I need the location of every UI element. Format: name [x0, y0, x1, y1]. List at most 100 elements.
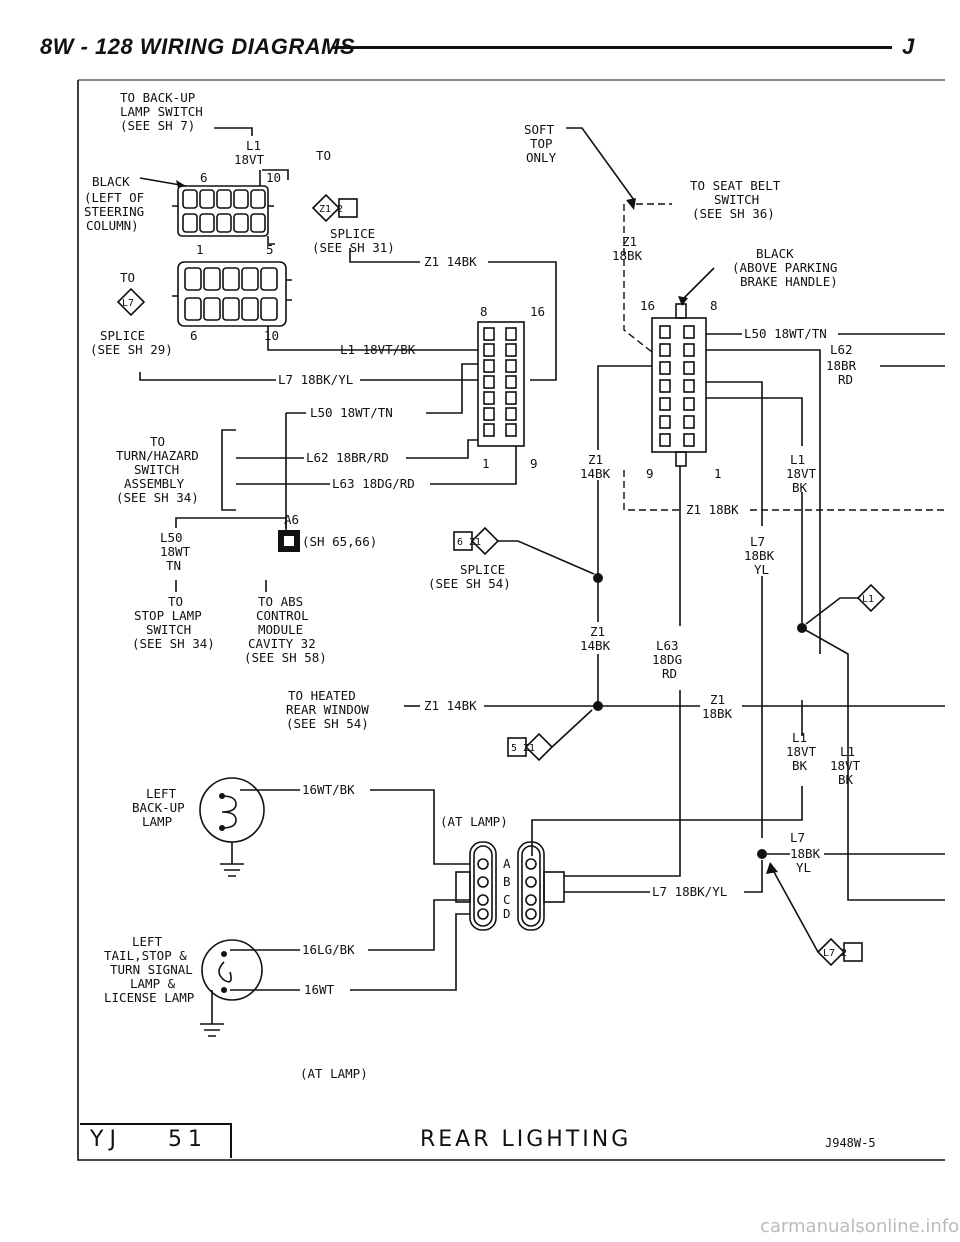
lbl-l1-18vtbk: L1 18VT/BK	[340, 342, 416, 357]
header-title: 8W - 128 WIRING DIAGRAMS	[40, 34, 356, 59]
lbl-l50-right: L50 18WT/TN	[744, 326, 827, 341]
lbl-black-1: BLACK	[92, 174, 130, 189]
lbl-splice31-1: SPLICE	[330, 226, 375, 241]
lbl-to-z12: TO	[316, 148, 331, 163]
lbl-atlamp2: (AT LAMP)	[300, 1066, 368, 1081]
lbl-seatbelt-2: SWITCH	[714, 192, 759, 207]
lbl-z1-low-2: 14BK	[580, 638, 611, 653]
lbl-l1-r3: BK	[792, 480, 808, 495]
lbl-abs-2: CONTROL	[256, 608, 309, 623]
lbl-atlamp1: (AT LAMP)	[440, 814, 508, 829]
lbl-black-3: STEERING	[84, 204, 144, 219]
lbl-turnhaz-4: ASSEMBLY	[124, 476, 185, 491]
connector-lamp-pair	[455, 841, 565, 931]
black-park-arrow	[678, 296, 688, 306]
turnhaz-leads	[236, 457, 330, 485]
lbl-stop-4: (SEE SH 34)	[132, 636, 215, 651]
wire-l50-drop	[285, 412, 306, 528]
lbl-l1-r2: 18VT	[786, 466, 817, 481]
lbl-l63-18dgrd: L63 18DG/RD	[332, 476, 415, 491]
lbl-blackpark-2: (ABOVE PARKING	[732, 260, 837, 275]
lbl-r8: 8	[710, 298, 718, 313]
lbl-c16: 16	[530, 304, 545, 319]
lbl-l62-r2: 18BR	[826, 358, 857, 373]
lbl-l1b-1: L1	[840, 744, 855, 759]
lbl-l63-low-1: L63	[656, 638, 679, 653]
lbl-heated-3: (SEE SH 54)	[286, 716, 369, 731]
lbl-r16: 16	[640, 298, 655, 313]
lbl-blackpark-3: BRAKE HANDLE)	[740, 274, 838, 289]
black-park-leader	[681, 267, 715, 301]
lbl-z1-5-tag: 5 Z1	[511, 743, 535, 754]
z1-5-leader	[551, 709, 593, 748]
lbl-sh6566: (SH 65,66)	[302, 534, 377, 549]
lbl-l7-low-2: 18BK	[790, 846, 821, 861]
lbl-l1b-2: 18VT	[830, 758, 861, 773]
connector-right-16way	[651, 303, 707, 467]
soft-top-arrow	[626, 198, 636, 210]
a6-connector-inner	[284, 536, 294, 546]
center-conn-leads-a	[420, 349, 478, 381]
lbl-backup-3: (SEE SH 7)	[120, 118, 195, 133]
lbl-16wtbk: 16WT/BK	[302, 782, 355, 797]
lbl-abs-5: (SEE SH 58)	[244, 650, 327, 665]
lbl-abs-1: TO ABS	[258, 594, 303, 609]
lbl-l7-mid-3: YL	[754, 562, 769, 577]
tail-lamp-circle	[201, 939, 263, 1001]
splice54-leader	[498, 540, 595, 575]
lbl-l50-3: TN	[166, 558, 181, 573]
lbl-backup-2: LAMP SWITCH	[120, 104, 203, 119]
lbl-r1: 1	[714, 466, 722, 481]
lbl-abs-4: CAVITY 32	[248, 636, 316, 651]
lbl-pin10: 10	[266, 170, 281, 185]
lbl-l50-18wttn: L50 18WT/TN	[310, 405, 393, 420]
lbl-black-2: (LEFT OF	[84, 190, 144, 205]
lbl-l7-low-3: YL	[796, 860, 811, 875]
lbl-l7-18bkyl-low: L7 18BK/YL	[652, 884, 727, 899]
lbl-softtop-1: SOFT	[524, 122, 555, 137]
lbl-l62-r3: RD	[838, 372, 853, 387]
lbl-l1a-1: L1	[792, 730, 807, 745]
lbl-abs-3: MODULE	[258, 622, 303, 637]
lbl-lefttail-3: TURN SIGNAL	[110, 962, 193, 977]
lbl-14bk-mid: 14BK	[580, 466, 611, 481]
wire-l63-to-lamp	[564, 690, 681, 877]
lbl-to-l7: TO	[120, 270, 135, 285]
lbl-lefttail-4: LAMP &	[130, 976, 176, 991]
l1-leader	[805, 597, 858, 625]
lbl-splice54-2: (SEE SH 54)	[428, 576, 511, 591]
lbl-l63-low-2: 18DG	[652, 652, 682, 667]
lbl-l50-2: 18WT	[160, 544, 191, 559]
header-rule	[332, 46, 892, 49]
lbl-splice54-1: SPLICE	[460, 562, 505, 577]
wire-l62-into-center	[406, 439, 478, 459]
wire-l7-lead	[139, 372, 276, 381]
wire-l1-18vt-top	[259, 169, 289, 186]
connector-center-16way	[477, 321, 525, 447]
lbl-r9: 9	[646, 466, 654, 481]
lbl-l7-mid-1: L7	[750, 534, 765, 549]
z12-box	[338, 198, 358, 218]
lbl-z1-mid: Z1	[588, 452, 603, 467]
lbl-l50-1: L50	[160, 530, 183, 545]
footer-title: REAR LIGHTING	[420, 1127, 632, 1152]
lbl-z1-18bk-low-2: 18BK	[702, 706, 733, 721]
lbl-turnhaz-5: (SEE SH 34)	[116, 490, 199, 505]
lbl-splice29-2: (SEE SH 29)	[90, 342, 173, 357]
footer-code: J948W-5	[825, 1136, 876, 1150]
wire-l62-right-drop	[706, 349, 821, 654]
arrow-black	[176, 180, 186, 188]
lbl-splice31-2: (SEE SH 31)	[312, 240, 395, 255]
lbl-heated-2: REAR WINDOW	[286, 702, 369, 717]
lbl-a6: A6	[284, 512, 299, 527]
lbl-softtop-3: ONLY	[526, 150, 557, 165]
lbl-pin-b: B	[503, 874, 511, 889]
lbl-stop-1: TO	[168, 594, 183, 609]
dash-z1-18bk-h	[623, 470, 945, 511]
lbl-c9: 9	[530, 456, 538, 471]
lbl-pin6: 6	[200, 170, 208, 185]
header-letter: J	[902, 34, 915, 59]
lbl-pin10b: 10	[264, 328, 279, 343]
lbl-splice29-1: SPLICE	[100, 328, 145, 343]
